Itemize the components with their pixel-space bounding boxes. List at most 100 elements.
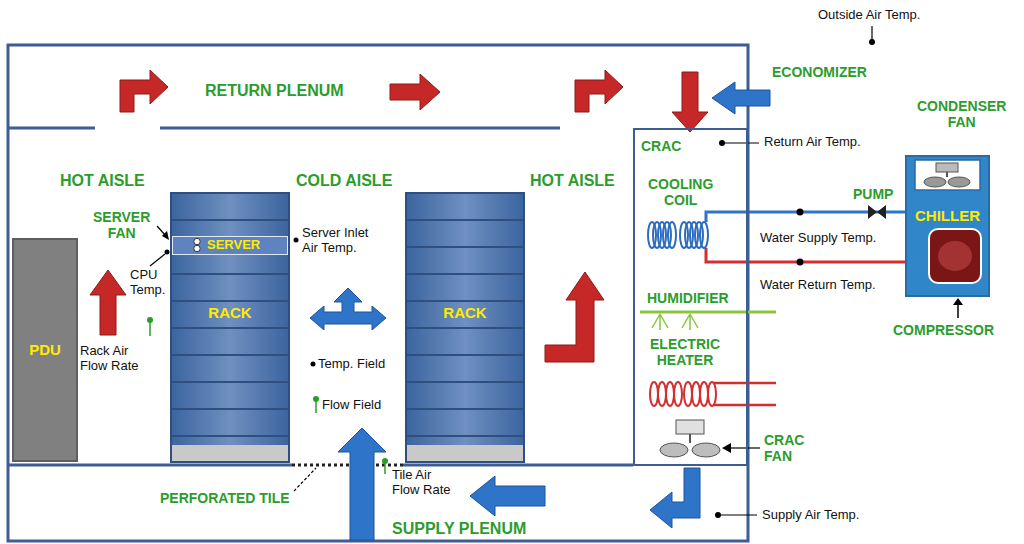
server-unit: SERVER: [172, 236, 288, 255]
heater-coil-symbol: [692, 382, 700, 406]
pdu-cabinet: PDU: [12, 238, 78, 462]
heater-coil-symbol: [658, 382, 666, 406]
chiller-unit: CHILLER: [905, 155, 990, 297]
heater-coil-symbol: [708, 382, 716, 406]
humidifier-spray: [652, 314, 698, 330]
raised-floor-line: [403, 464, 633, 467]
heater-coil-symbol: [666, 382, 674, 406]
fan-shaft: [689, 434, 691, 443]
raised-floor-line: [8, 464, 292, 467]
sensor-label: Server Inlet Air Temp.: [302, 226, 384, 256]
server-fan-symbol: [194, 238, 200, 244]
condenser-fan-blade: [924, 177, 946, 187]
heater-coil-symbol: [700, 382, 708, 406]
callout-arrow-head: [162, 231, 169, 240]
cold-air-arrow: [338, 428, 386, 540]
callout-leader: [957, 304, 959, 318]
sensor-dot: [165, 250, 170, 255]
component-label: ECONOMIZER: [772, 64, 867, 80]
sensor-dot: [715, 512, 721, 518]
warm-water-pipe: [748, 261, 905, 264]
region-label: SUPPLY PLENUM: [392, 520, 526, 538]
heater-coil-symbol: [684, 382, 692, 406]
condenser-fan-blade: [948, 177, 970, 187]
chilled-water-pipe: [706, 212, 748, 222]
component-label: PUMP: [853, 186, 893, 202]
perforated-tile: [292, 464, 403, 467]
component-label: ELECTRIC HEATER: [650, 336, 720, 368]
node-title: PDU: [29, 341, 61, 358]
node-title: SERVER: [207, 238, 260, 253]
server-rack: RACK: [405, 192, 525, 463]
sensor-dot: [311, 362, 316, 367]
sensor-dot: [294, 238, 299, 243]
node-title: CRAC: [641, 138, 681, 154]
pump-valve-symbol: [868, 205, 886, 219]
region-label: HOT AISLE: [60, 172, 145, 190]
component-label: CONDENSER FAN: [917, 98, 1006, 130]
heater-coil-symbol: [650, 382, 658, 406]
sensor-dot: [719, 140, 725, 146]
region-label: COLD AISLE: [296, 172, 392, 190]
hot-air-arrow: [90, 270, 126, 335]
cold-air-arrow: [650, 468, 700, 528]
cooling-coil-symbol: [668, 222, 676, 248]
sensor-label: Water Supply Temp.: [760, 231, 876, 246]
cooling-coil-symbol: [700, 222, 708, 248]
sensor-label: Supply Air Temp.: [762, 508, 859, 523]
sensor-label: Return Air Temp.: [764, 135, 861, 150]
condenser-fan-shaft: [946, 172, 948, 177]
fan-blade: [660, 443, 688, 457]
heater-wire: [714, 383, 776, 405]
ceiling-line: [160, 127, 560, 130]
chiller-illustration: [907, 157, 988, 295]
node-title: RACK: [443, 304, 486, 321]
component-label: HUMIDIFIER: [647, 290, 729, 306]
heater-coil-symbol: [674, 382, 682, 406]
server-rack: RACK SERVER: [170, 192, 290, 463]
flow-sensor-pin: [315, 401, 317, 413]
flow-sensor-pin: [149, 322, 151, 336]
component-label: COMPRESSOR: [893, 322, 994, 338]
hot-air-arrow: [545, 272, 604, 362]
flow-sensor-pin: [382, 458, 388, 464]
flow-sensor-pin: [313, 396, 319, 402]
node-title: CHILLER: [915, 207, 980, 224]
condenser-fan-motor: [936, 163, 958, 172]
hot-air-arrow: [575, 70, 623, 112]
component-label: PERFORATED TILE: [160, 490, 290, 506]
compressor-symbol: [929, 229, 981, 283]
condenser-fan-housing: [915, 160, 980, 190]
sensor-leader: [150, 254, 165, 266]
ceiling-line: [8, 127, 95, 130]
sensor-label: Tile Air Flow Rate: [392, 468, 458, 498]
outside-air-arrow: [712, 82, 770, 114]
sensor-leader: [725, 142, 759, 143]
fan-blade: [692, 443, 720, 457]
sensor-label: Water Return Temp.: [760, 278, 876, 293]
hot-air-arrow: [120, 70, 168, 112]
callout-leader: [730, 447, 760, 448]
compressor-symbol: [938, 241, 972, 271]
sensor-dot: [797, 209, 804, 216]
component-label: SERVER FAN: [93, 209, 150, 241]
component-label: COOLING COIL: [648, 176, 713, 208]
hot-air-arrow: [390, 74, 440, 110]
sensor-label: CPU Temp.: [130, 268, 165, 298]
flow-sensor-pin: [147, 317, 153, 323]
sensor-label: Temp. Field: [318, 357, 385, 372]
warm-water-pipe: [706, 248, 748, 262]
component-label: CRAC FAN: [764, 432, 804, 464]
callout-arrow-head: [722, 443, 731, 453]
sensor-dot: [869, 39, 875, 45]
sensor-label: Flow Field: [322, 398, 381, 413]
node-title: RACK: [208, 304, 251, 321]
sensor-leader: [721, 514, 757, 515]
humidifier-pipe: [640, 311, 776, 314]
server-fan-symbol: [194, 245, 200, 251]
region-label: RETURN PLENUM: [205, 82, 344, 100]
sensor-dot: [797, 259, 804, 266]
sensor-leader: [871, 26, 872, 40]
fan-motor: [676, 420, 704, 434]
